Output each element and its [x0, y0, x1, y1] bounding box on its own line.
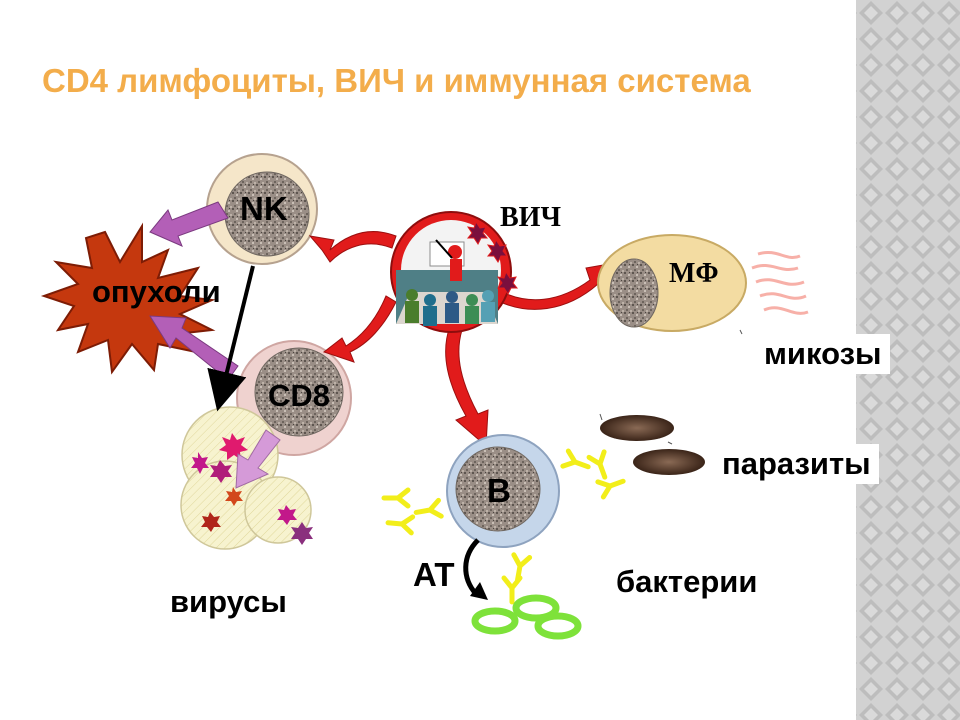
cd8-to-virus-arrow [235, 429, 281, 489]
virus-particle [191, 452, 209, 474]
macrophage-cell [597, 234, 747, 332]
viruses-label: вирусы [170, 584, 287, 619]
cd4-cell [390, 211, 512, 333]
tumors-label: опухоли [92, 274, 221, 309]
macrophage-label: MΦ [669, 258, 719, 289]
nk-label: NK [240, 190, 288, 227]
cd4-to-cd8-arrow [322, 295, 397, 363]
virus-particle [201, 512, 221, 532]
hiv-particles [466, 220, 519, 295]
cd8-label: CD8 [268, 378, 331, 413]
divider-line [599, 413, 603, 421]
infected-cells [180, 406, 313, 550]
bacteria-rings [471, 594, 582, 640]
nk-cell [206, 153, 318, 265]
parasites-shapes [600, 415, 705, 475]
virus-particle [225, 487, 243, 506]
b-to-antibody-arrow [463, 538, 488, 600]
virus-particle [291, 522, 313, 545]
virus-particle [210, 460, 232, 483]
virus-particle [277, 505, 297, 525]
antibodies-label: AT [413, 556, 455, 593]
nk-to-tumor-arrow [149, 201, 229, 247]
slide-title: CD4 лимфоциты, ВИЧ и иммунная система [42, 62, 751, 99]
hiv-label: ВИЧ [500, 202, 562, 233]
divider-line [667, 441, 673, 445]
red-arrows [308, 231, 621, 448]
virus-particle [219, 433, 248, 460]
antibodies [381, 448, 626, 605]
mycoses-threads [751, 251, 809, 315]
mycoses-label: микозы [756, 334, 890, 374]
cd4-to-b-cell-arrow [445, 325, 489, 448]
b-cell [446, 434, 560, 548]
nk-to-virus-arrow [207, 265, 255, 412]
divider-line [739, 329, 743, 335]
b-cell-label: B [487, 472, 511, 509]
cd4-to-nk-arrow [308, 231, 397, 263]
bacteria-label: бактерии [616, 564, 758, 599]
parasites-label: паразиты [714, 444, 879, 484]
